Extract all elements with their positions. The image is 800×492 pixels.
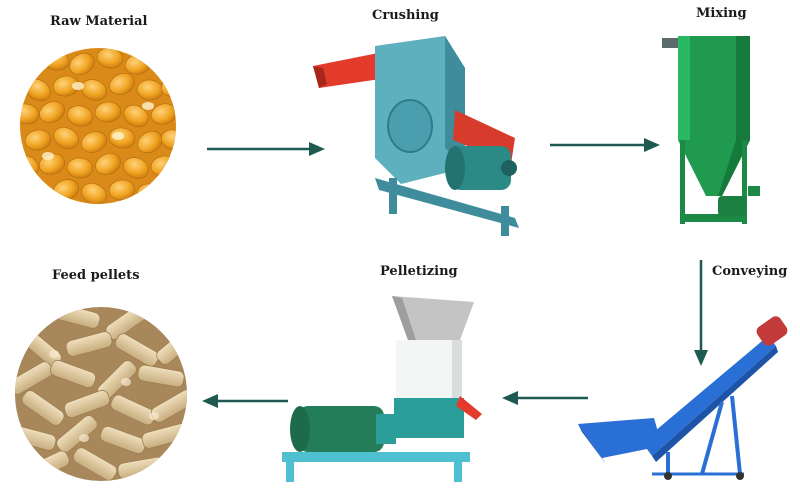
arrow-to-pelletizing xyxy=(502,391,588,405)
conveying-label: Conveying xyxy=(712,264,788,279)
arrow-to-mixing xyxy=(550,138,660,152)
crushing-label: Crushing xyxy=(372,8,439,23)
screw-conveyor xyxy=(572,306,798,482)
mixer-machine xyxy=(656,28,766,238)
arrow-to-conveying xyxy=(694,260,708,366)
pellet-mill-machine xyxy=(276,290,486,486)
crusher-machine xyxy=(305,28,540,243)
arrow-to-feed-pellets xyxy=(202,394,288,408)
pelletizing-label: Pelletizing xyxy=(380,264,458,279)
raw-material-corn-image xyxy=(18,46,178,206)
feed-pellets-image xyxy=(14,306,188,482)
raw-material-label: Raw Material xyxy=(50,14,148,29)
mixing-label: Mixing xyxy=(696,6,747,21)
feed-pellets-label: Feed pellets xyxy=(52,268,140,283)
arrow-to-crushing xyxy=(207,142,325,156)
